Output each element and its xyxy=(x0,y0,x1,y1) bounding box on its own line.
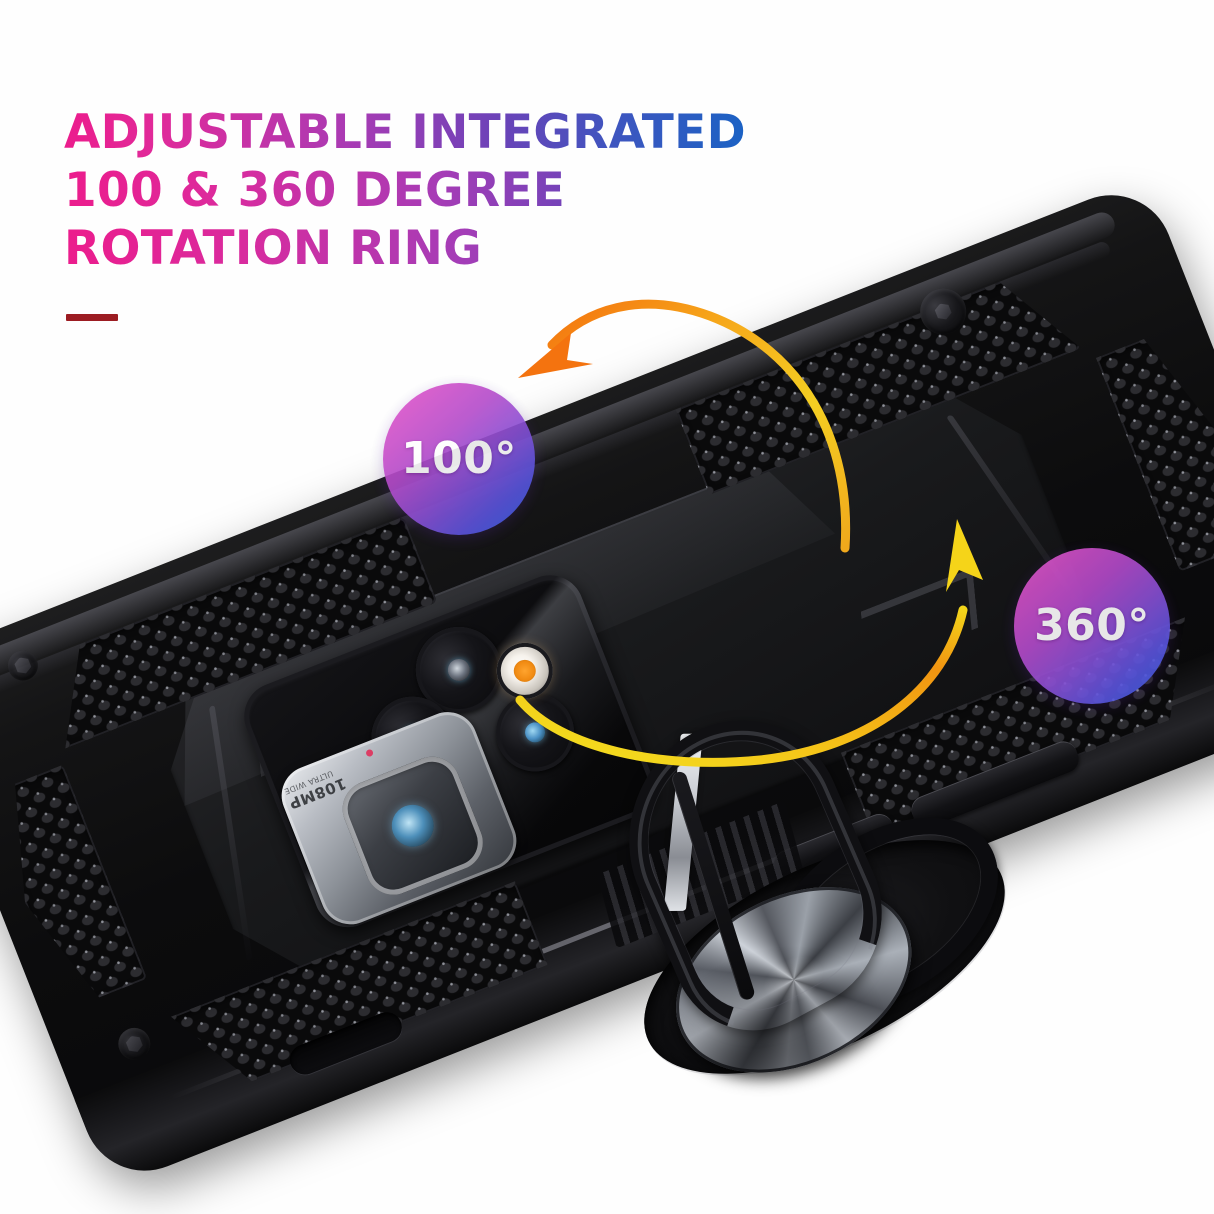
phone-case-body: 108MP ULTRA WIDE xyxy=(0,176,1214,1190)
badge-100-degree-label: 100° xyxy=(401,433,517,484)
headline-accent-rule xyxy=(66,314,118,321)
badge-360-degree: 360° xyxy=(1014,548,1170,704)
badge-360-degree-label: 360° xyxy=(1034,600,1150,651)
badge-100-degree: 100° xyxy=(383,383,535,535)
